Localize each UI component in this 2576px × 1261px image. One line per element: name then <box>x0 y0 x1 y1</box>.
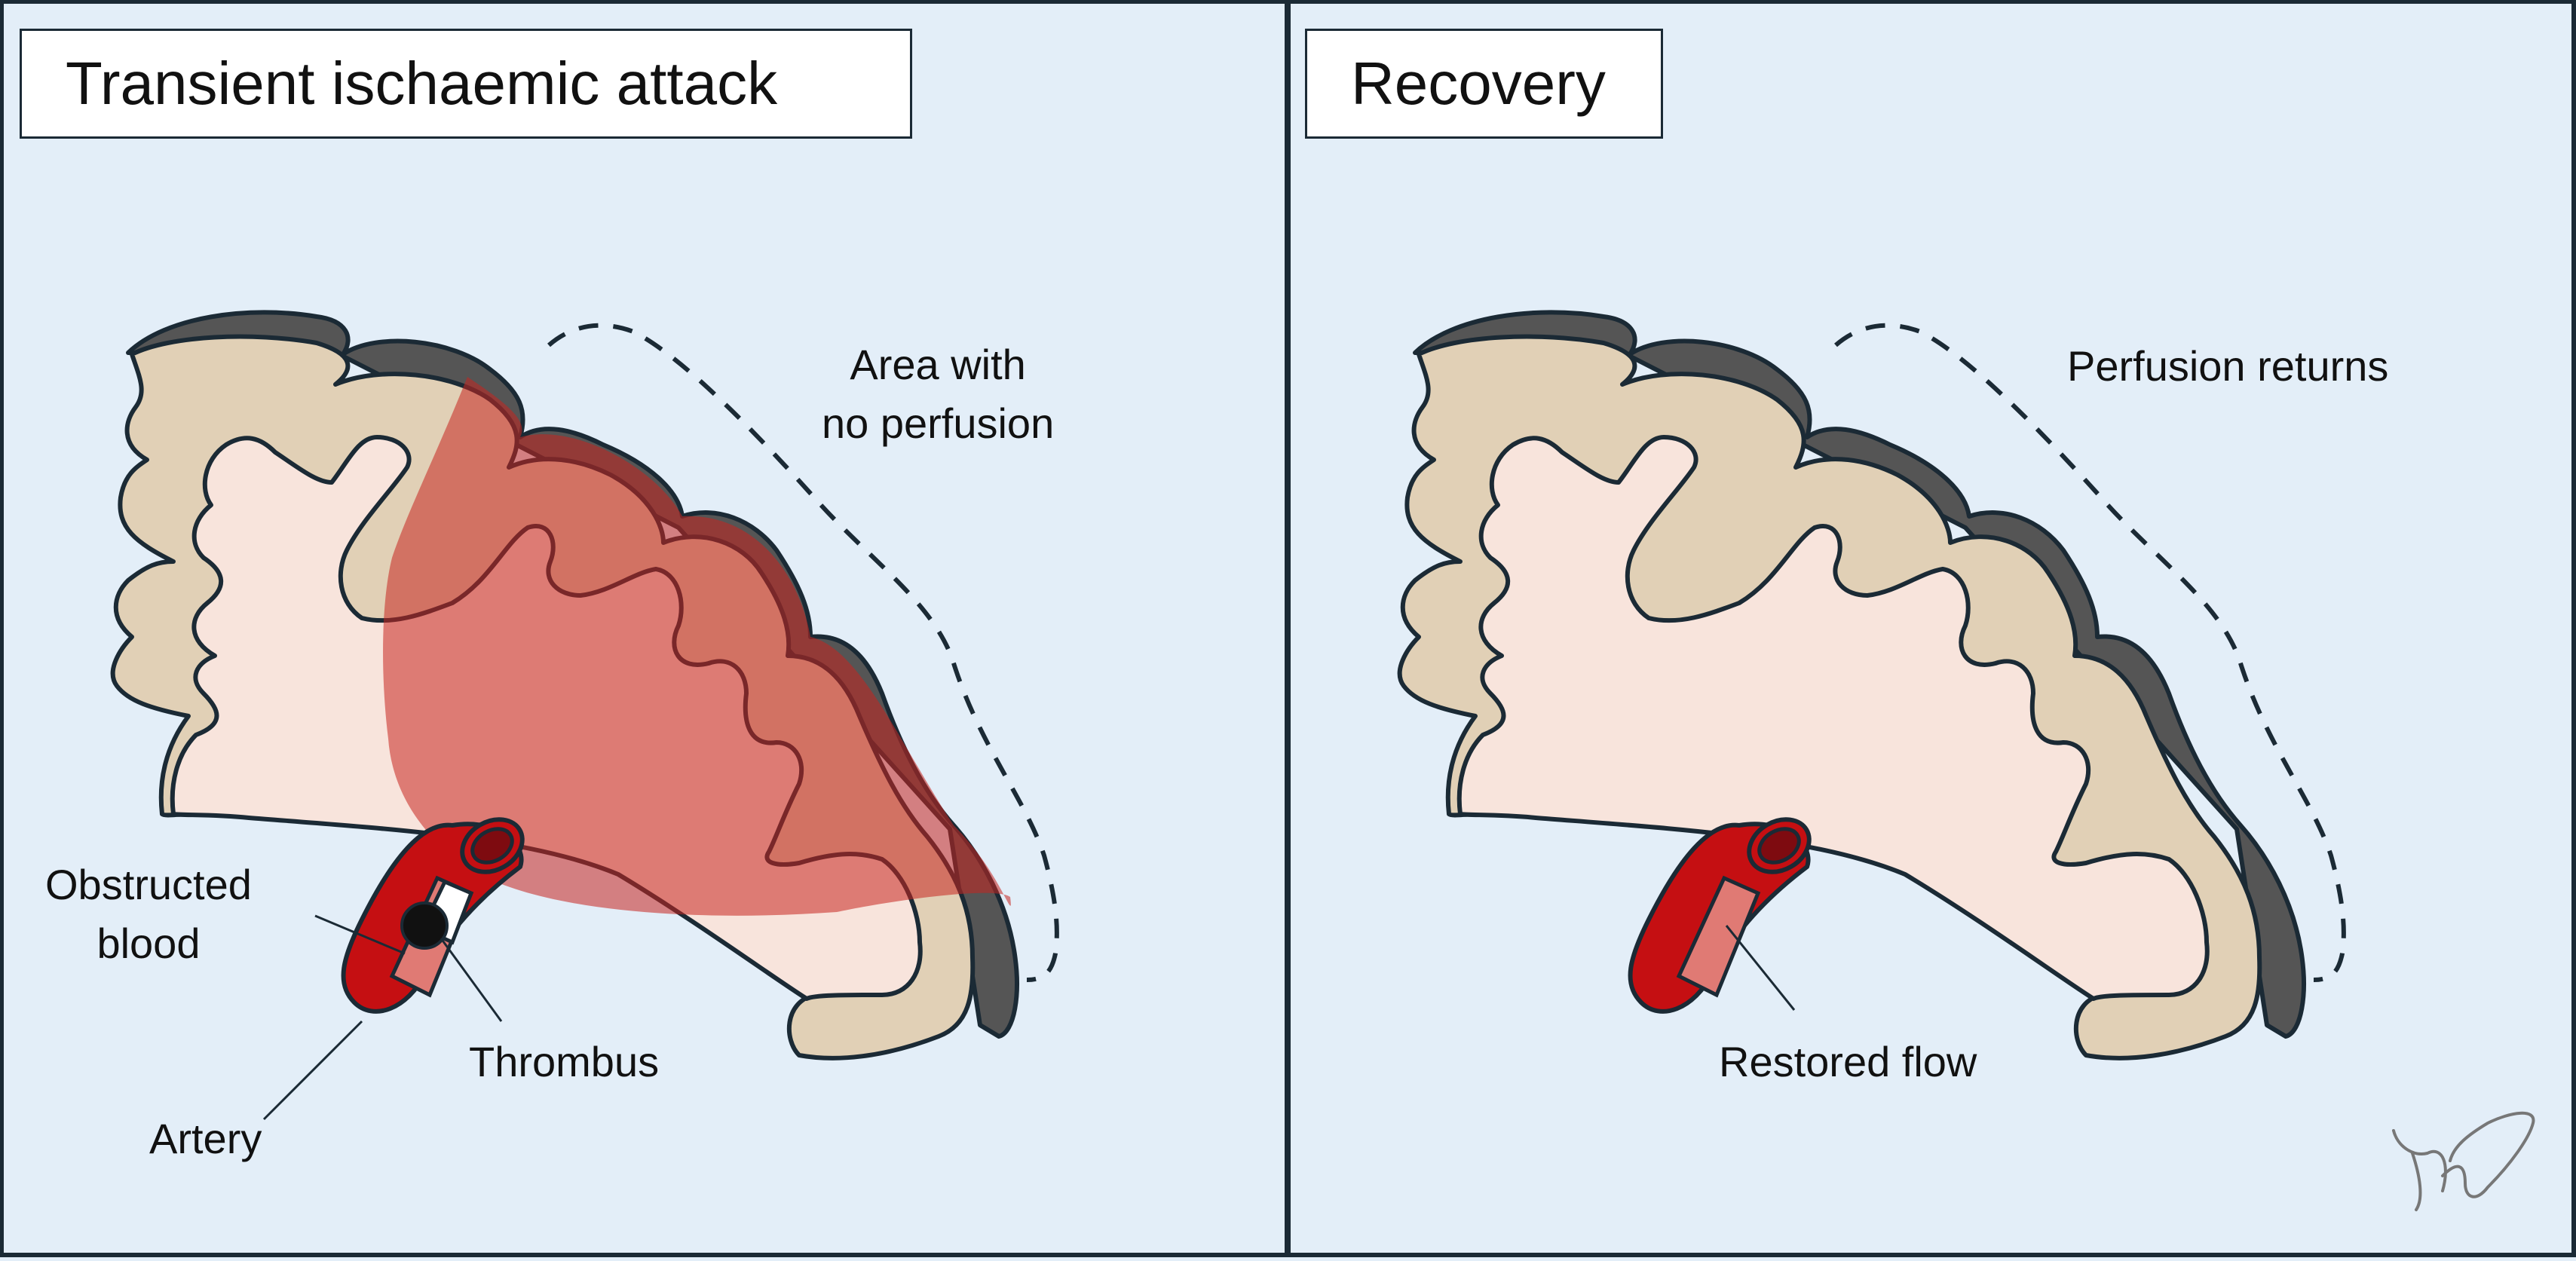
signature-mark <box>2392 1111 2535 1211</box>
artery-icon-recovery <box>1628 817 1812 1014</box>
thrombus-icon <box>400 901 449 950</box>
label-obstructed-blood: Obstructed blood <box>45 861 252 967</box>
brain-cortex-illustration <box>113 312 1057 1057</box>
panel-title-text: Recovery <box>1351 50 1606 117</box>
label-area-no-perfusion: Area with no perfusion <box>822 341 1055 447</box>
leader-line-restored <box>1725 925 1796 1011</box>
panel-title-recovery: Recovery <box>1305 29 1663 139</box>
label-perfusion-returns: Perfusion returns <box>2067 342 2389 390</box>
label-artery: Artery <box>149 1115 262 1162</box>
panel-title-tia: Transient ischaemic attack <box>20 29 912 139</box>
leader-lines-left <box>262 914 503 1121</box>
panel-title-text: Transient ischaemic attack <box>66 50 778 117</box>
label-thrombus: Thrombus <box>469 1038 660 1085</box>
label-restored-flow: Restored flow <box>1719 1038 1977 1085</box>
